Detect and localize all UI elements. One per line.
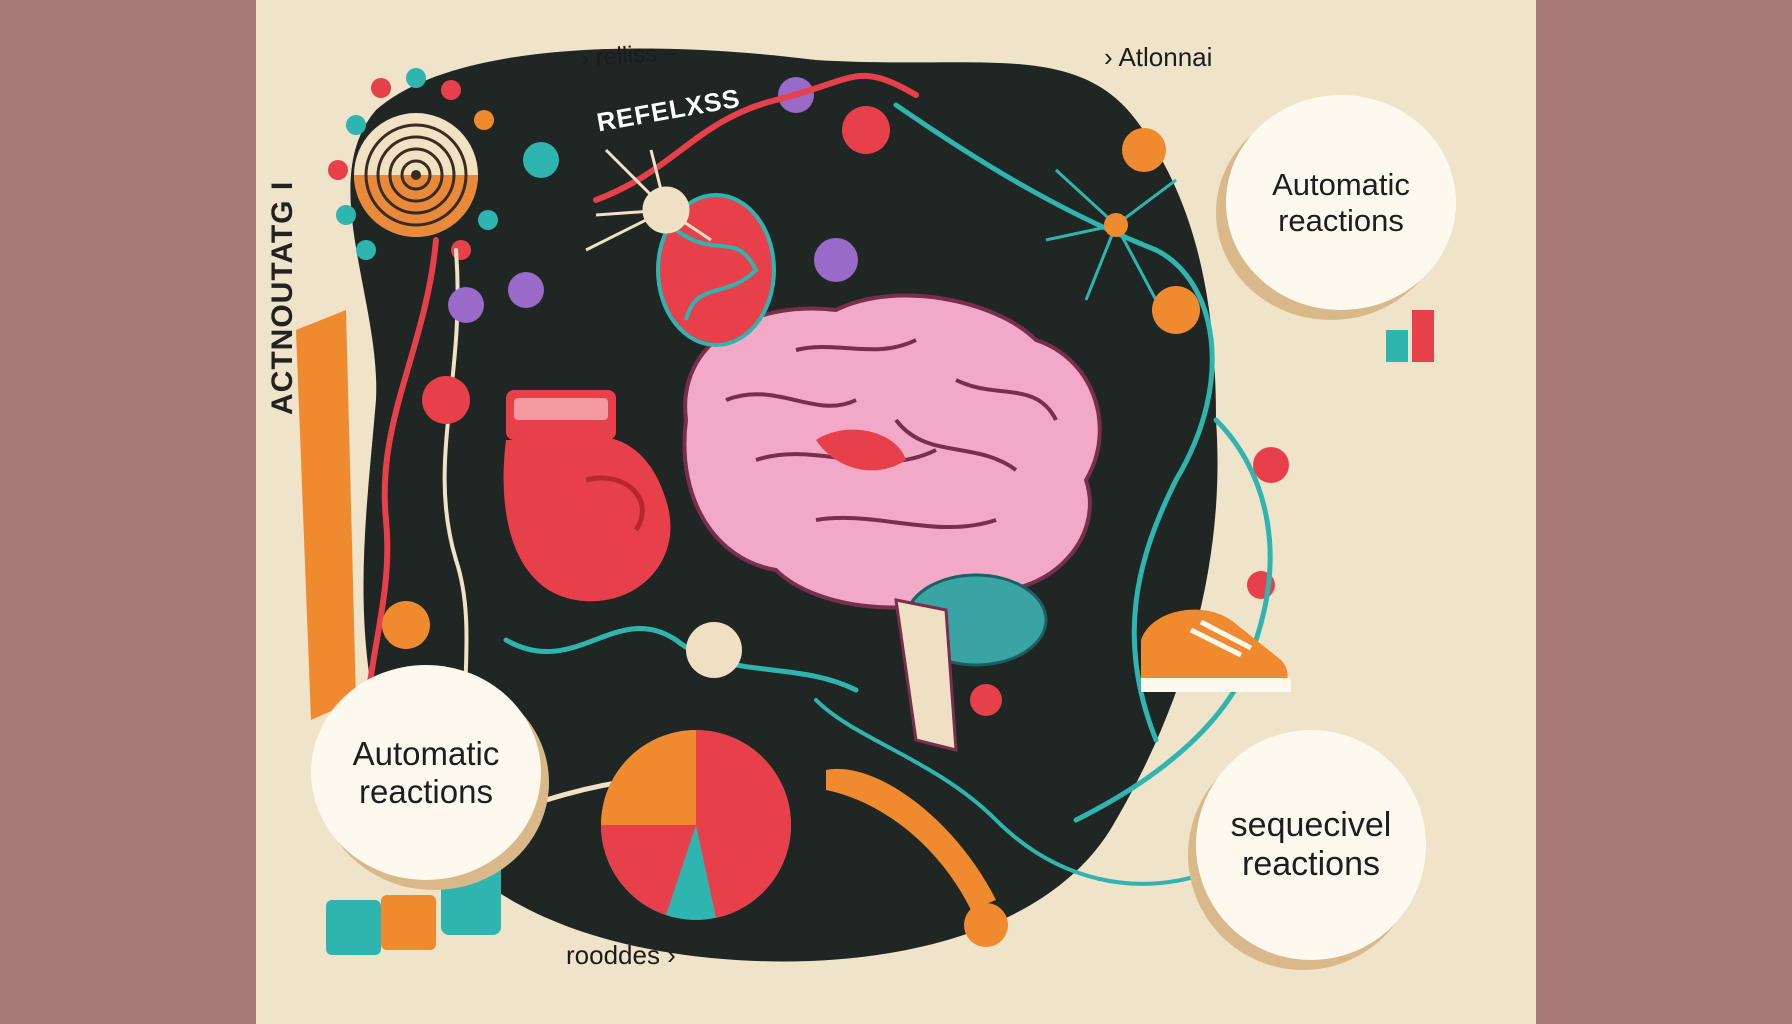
pie-chart-icon [601,730,792,920]
bubble-automatic-reactions-top: Automatic reactions [1226,95,1456,310]
bubble-line-2: reactions [1278,202,1404,238]
bandage-rolls-icon [326,860,501,955]
bubble-line-1: Automatic [352,734,500,772]
label-atlonnai: › Atlonnai [1104,42,1213,72]
label-vertical-banner: ACTNOUTATG I [266,180,299,415]
bubble-automatic-reactions-left: Automatic reactions [311,665,541,880]
neuron-icon-right [1045,168,1177,301]
spiral-target-icon [354,113,478,237]
brain-icon [682,293,1102,752]
right-border [1536,0,1792,1024]
orange-banner [296,310,356,720]
sneaker-icon [1141,609,1291,692]
boxing-glove-icon [503,390,671,602]
bubble-line-2: reactions [1242,845,1380,883]
bubble-line-1: Automatic [1272,166,1410,202]
heart-tangle-icon [656,193,776,347]
mini-bars-icon [1386,310,1434,362]
bubble-line-1: sequecivel [1230,805,1392,844]
node-balls [382,106,1289,947]
bubble-sequecivel-reactions: sequecivel reactions [1196,730,1426,960]
neuron-icon [585,148,712,252]
illustration-canvas: › relliss ‒ › Atlonnai REFELXSS rooddes … [256,0,1536,1024]
shoe-sole-icon [826,768,996,910]
bubble-line-2: reactions [359,772,493,810]
label-roodes: rooddes › [566,940,676,970]
decorative-dots [328,68,1290,599]
left-border [0,0,256,1024]
